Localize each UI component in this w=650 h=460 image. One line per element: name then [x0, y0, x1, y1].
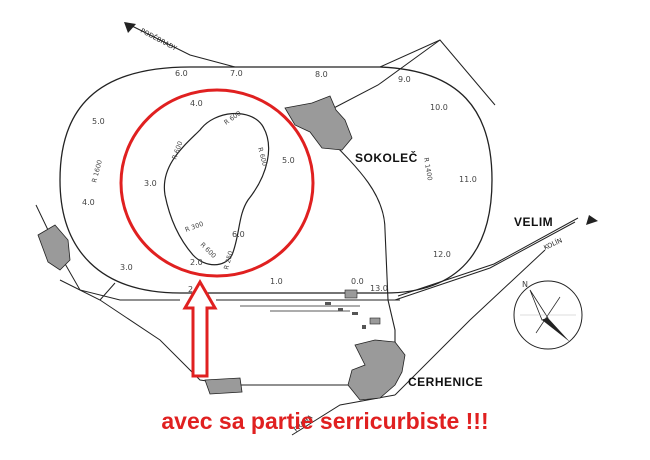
road-praha: [394, 249, 546, 396]
north-arrow-icon: N: [513, 280, 583, 350]
km-marker: 6.0: [175, 69, 188, 78]
radius-label: R 600: [170, 140, 184, 161]
km-marker: 6.0: [232, 230, 245, 239]
town-south-area: [204, 377, 243, 395]
label-velim: VELIM: [514, 215, 553, 229]
radius-label: R 600: [256, 146, 269, 166]
km-marker: 3.0: [120, 263, 133, 272]
radius-label: R 600: [199, 241, 218, 260]
km-marker: 8.0: [315, 70, 328, 79]
road-podebrady: [129, 24, 236, 68]
km-marker: 11.0: [459, 175, 477, 184]
label-sokolec: SOKOLEČ: [355, 150, 418, 165]
town-cerhenice-area: [347, 339, 406, 401]
km-marker: 1.0: [270, 277, 283, 286]
arrow-icon: [586, 215, 598, 225]
radius-label: R 600: [223, 109, 243, 126]
km-marker: 5.0: [92, 117, 105, 126]
km-marker: 3.0: [144, 179, 157, 188]
km-marker: 7.0: [230, 69, 243, 78]
label-cerhenice: CERHENICE: [408, 375, 483, 389]
label-podebrady: PODĚBRADY: [139, 26, 179, 53]
km-marker: 0.0: [351, 277, 364, 286]
highlight-circle: [119, 88, 315, 278]
radius-label: R 300: [184, 220, 205, 234]
arrow-icon: [124, 22, 136, 33]
town-west-area: [37, 224, 71, 271]
km-marker: 5.0: [282, 156, 295, 165]
km-marker: 2.0: [190, 258, 203, 267]
highlight-arrow-icon: [182, 278, 218, 378]
radius-label: R 250: [222, 250, 235, 270]
km-marker: 9.0: [398, 75, 411, 84]
km-marker: 10.0: [430, 103, 448, 112]
inner-test-ring: [163, 112, 270, 266]
radius-label: R 1400: [422, 157, 434, 181]
radius-label: R 1600: [90, 159, 104, 183]
km-marker: 4.0: [82, 198, 95, 207]
station-buildings: [325, 302, 366, 329]
road-velim: [394, 221, 576, 301]
km-marker: 4.0: [190, 99, 203, 108]
callout-text: avec sa partie serricurbiste !!!: [161, 408, 489, 434]
town-sokolec-area: [284, 95, 353, 151]
railway-main: [324, 134, 396, 360]
km-marker: 13.0: [370, 284, 388, 293]
north-label: N: [522, 280, 528, 289]
km-marker: 12.0: [433, 250, 451, 259]
